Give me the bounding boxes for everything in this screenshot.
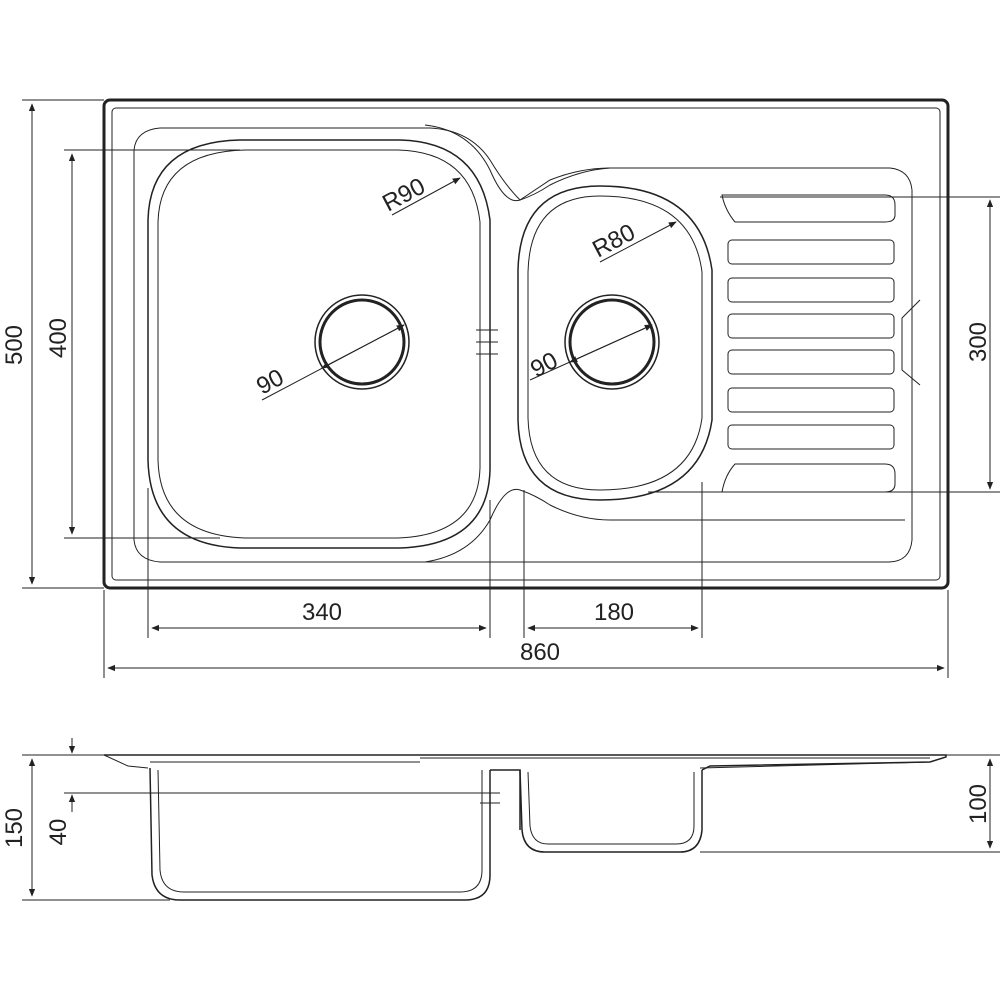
main-drain-outer	[314, 294, 410, 390]
small-bowl-outer	[517, 185, 713, 501]
drainer-ribs	[721, 194, 921, 493]
small-bowl-radius-label: R80	[588, 219, 640, 264]
profile-small-bowl	[519, 769, 703, 853]
top-view: R90 R80 90 90 500 400 300 340 180	[1, 98, 1000, 678]
side-profile: 150 40 100	[1, 738, 1000, 901]
small-drain-outer	[564, 294, 660, 390]
profile-rim-offset-label: 40	[45, 819, 72, 846]
profile-rim	[104, 754, 947, 771]
small-drain-inner	[568, 298, 656, 386]
main-drain-diameter-label: 90	[252, 364, 288, 400]
sink-inner-rim	[111, 107, 941, 581]
total-width-label: 860	[520, 639, 560, 666]
main-bowl-outer	[147, 139, 491, 549]
bowl-divider-lower	[424, 488, 905, 563]
main-bowl-radius-label: R90	[378, 173, 430, 218]
deck-outline	[133, 127, 913, 563]
profile-main-bowl	[149, 767, 491, 901]
small-bowl-inner	[527, 195, 703, 491]
bowl-divider	[424, 124, 611, 202]
main-bowl-width-label: 340	[302, 599, 342, 626]
small-drain-diameter-label: 90	[526, 347, 562, 383]
main-bowl-inner	[157, 149, 481, 539]
profile-total-height-label: 150	[1, 808, 28, 848]
main-drain-inner	[318, 298, 406, 386]
main-bowl-depth-label: 400	[45, 318, 72, 358]
small-bowl-width-label: 180	[594, 599, 634, 626]
total-depth-label: 500	[1, 325, 28, 365]
drainer-depth-label: 300	[965, 322, 992, 362]
sink-outer-rim	[102, 98, 950, 590]
profile-small-bowl-height-label: 100	[965, 784, 992, 824]
